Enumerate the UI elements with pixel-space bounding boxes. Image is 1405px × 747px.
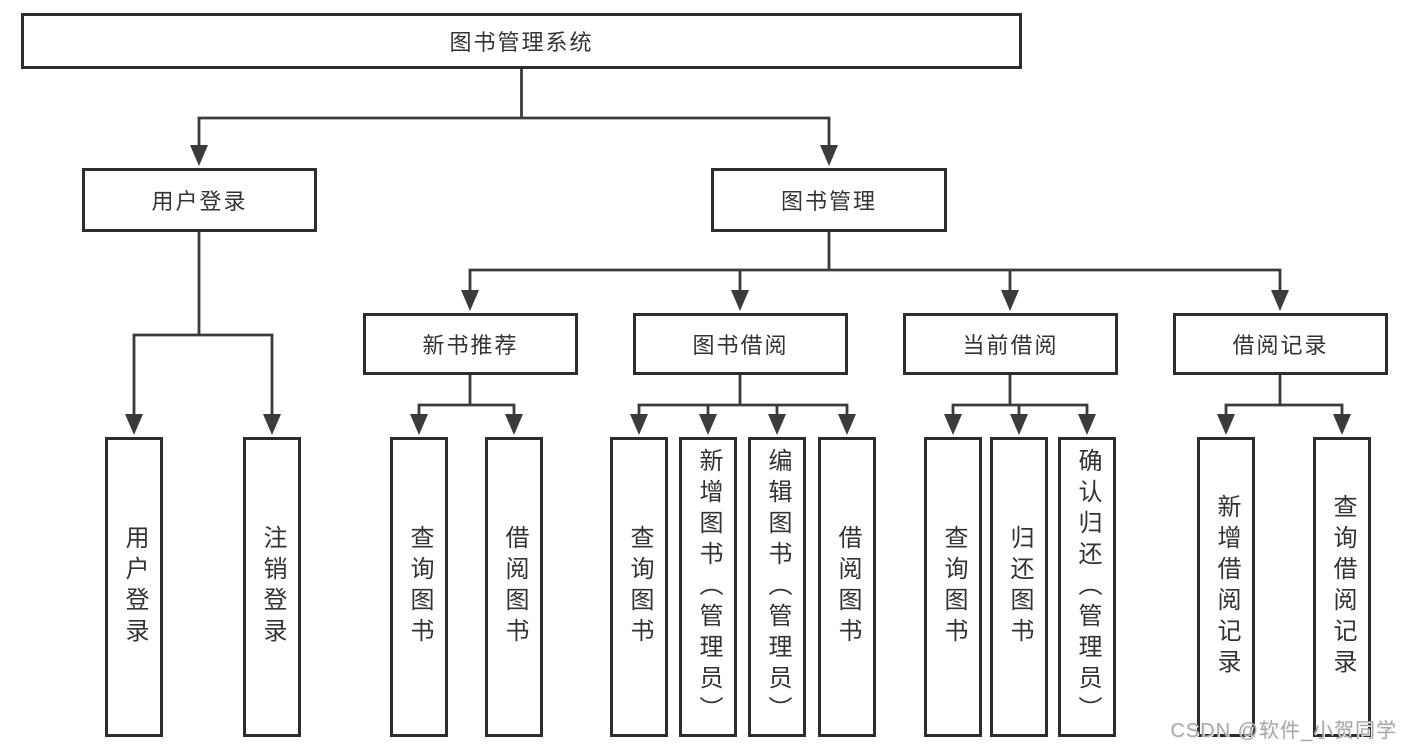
node-root: 图书管理系统 xyxy=(21,13,1022,69)
leaf-query-borrow-record: 查询借阅记录 xyxy=(1313,437,1371,737)
node-borrow-records: 借阅记录 xyxy=(1173,313,1388,375)
connector-book-management-to-level3 xyxy=(468,232,1282,292)
node-root-label: 图书管理系统 xyxy=(449,30,594,55)
leaf-query-books-current: 查询图书 xyxy=(924,437,982,737)
leaf-borrow-books-label: 借阅图书 xyxy=(834,525,861,649)
node-user-login-label: 用户登录 xyxy=(151,189,248,214)
arrowheads xyxy=(125,145,1351,435)
leaf-query-books-recommend: 查询图书 xyxy=(390,437,448,737)
leaf-edit-books-admin-label: 编辑图书（管理员） xyxy=(764,447,791,727)
leaf-add-borrow-record-label: 新增借阅记录 xyxy=(1213,494,1240,680)
node-current-borrow: 当前借阅 xyxy=(903,313,1118,375)
leaf-query-books-recommend-label: 查询图书 xyxy=(406,525,433,649)
leaf-query-books-borrow: 查询图书 xyxy=(610,437,668,737)
leaf-borrow-books-recommend: 借阅图书 xyxy=(485,437,543,737)
leaf-confirm-return-admin: 确认归还（管理员） xyxy=(1058,437,1116,737)
node-user-login: 用户登录 xyxy=(82,168,317,232)
leaf-add-borrow-record: 新增借阅记录 xyxy=(1197,437,1255,737)
leaf-user-login: 用户登录 xyxy=(105,437,163,737)
connector-user-login-to-leaves xyxy=(132,232,274,415)
leaf-return-books-label: 归还图书 xyxy=(1006,525,1033,649)
leaf-user-login-label: 用户登录 xyxy=(121,525,148,649)
connector-new-book-recommend-to-leaves xyxy=(417,375,516,416)
leaf-edit-books-admin: 编辑图书（管理员） xyxy=(748,437,806,737)
leaf-logout-label: 注销登录 xyxy=(259,525,286,649)
node-book-management: 图书管理 xyxy=(711,168,947,232)
leaf-add-books-admin: 新增图书（管理员） xyxy=(679,437,737,737)
connector-root-to-level2 xyxy=(197,69,831,149)
node-new-book-recommend-label: 新书推荐 xyxy=(422,333,519,358)
connector-book-borrow-to-leaves xyxy=(637,375,849,416)
leaf-query-books-borrow-label: 查询图书 xyxy=(626,525,653,649)
leaf-borrow-books-recommend-label: 借阅图书 xyxy=(501,525,528,649)
node-book-management-label: 图书管理 xyxy=(780,189,877,214)
connector-borrow-records-to-leaves xyxy=(1224,375,1344,416)
leaf-confirm-return-admin-label: 确认归还（管理员） xyxy=(1074,447,1101,727)
leaf-add-books-admin-label: 新增图书（管理员） xyxy=(695,447,722,727)
watermark: CSDN @软件_小贺同学 xyxy=(1170,720,1397,742)
connector-current-borrow-to-leaves xyxy=(951,375,1089,416)
leaf-return-books: 归还图书 xyxy=(990,437,1048,737)
leaf-query-books-current-label: 查询图书 xyxy=(940,525,967,649)
node-book-borrow: 图书借阅 xyxy=(633,313,848,375)
leaf-borrow-books: 借阅图书 xyxy=(818,437,876,737)
node-book-borrow-label: 图书借阅 xyxy=(692,333,789,358)
leaf-query-borrow-record-label: 查询借阅记录 xyxy=(1329,494,1356,680)
node-current-borrow-label: 当前借阅 xyxy=(962,333,1059,358)
node-new-book-recommend: 新书推荐 xyxy=(363,313,578,375)
node-borrow-records-label: 借阅记录 xyxy=(1232,333,1329,358)
leaf-logout: 注销登录 xyxy=(243,437,301,737)
